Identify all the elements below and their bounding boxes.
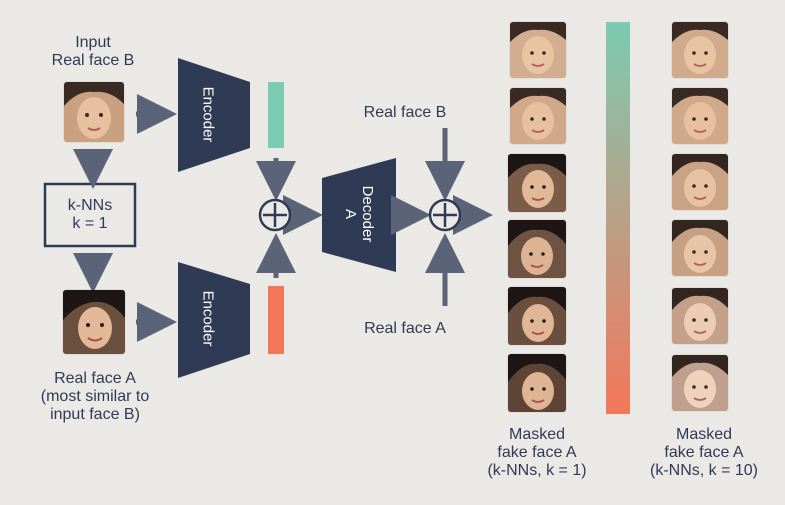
output-k1-face-4 <box>508 220 566 278</box>
real-face-a-caption-line2: (most similar to <box>40 388 150 405</box>
masked-k10-line2: fake face A <box>664 444 744 461</box>
output-k1-face-5 <box>508 287 566 345</box>
input-face-b-image <box>64 82 124 142</box>
masked-k10-caption: Masked fake face A (k-NNs, k = 10) <box>625 426 783 480</box>
real-face-a-label: Real face A <box>364 320 446 337</box>
output-k10-face-5 <box>672 288 728 344</box>
input-label-line1: Input <box>75 34 111 51</box>
output-k10-face-1 <box>672 22 728 78</box>
real-face-a-caption-line3: input face B) <box>50 406 140 423</box>
output-k10-face-6 <box>672 355 728 411</box>
gradient-bar <box>606 22 630 414</box>
output-k1-face-3 <box>508 154 566 212</box>
encoder-top-label: Encoder <box>199 86 217 143</box>
encoder-bottom-block <box>178 262 250 378</box>
decoder-a-block <box>322 158 396 272</box>
arrows <box>73 94 493 342</box>
output-k1-face-6 <box>508 354 566 412</box>
knn-label-line1: k-NNs <box>67 197 113 214</box>
knn-label-line2: k = 1 <box>72 215 108 232</box>
masked-k1-line1: Masked <box>508 426 566 443</box>
decoder-label: Decoder A <box>340 174 376 254</box>
latent-b-bar <box>268 82 284 148</box>
decoder-label-line1: Decoder <box>359 185 376 243</box>
masked-k10-line1: Masked <box>675 426 733 443</box>
real-face-a-image <box>63 290 125 354</box>
real-face-b-label: Real face B <box>363 104 447 121</box>
output-k1-face-2 <box>510 88 566 144</box>
decoder-label-line2: A <box>342 208 359 219</box>
input-label-line2: Real face B <box>51 52 135 69</box>
input-label: Input Real face B <box>28 34 158 70</box>
real-face-a-caption-line1: Real face A <box>54 370 136 387</box>
output-k1-face-1 <box>510 22 566 78</box>
knn-label: k-NNs k = 1 <box>45 197 135 233</box>
output-k10-face-4 <box>672 220 728 276</box>
masked-k1-caption: Masked fake face A (k-NNs, k = 1) <box>462 426 612 480</box>
latent-a-bar <box>268 286 284 354</box>
masked-k1-line3: (k-NNs, k = 1) <box>487 462 587 479</box>
real-face-a-caption: Real face A (most similar to input face … <box>15 370 175 424</box>
plus-circle-1 <box>258 198 292 232</box>
encoder-top-block <box>178 58 250 172</box>
encoder-bottom-label: Encoder <box>199 290 217 347</box>
masked-k1-line2: fake face A <box>497 444 577 461</box>
plus-circle-2 <box>428 198 462 232</box>
output-k10-face-3 <box>672 154 728 210</box>
output-k10-face-2 <box>672 88 728 144</box>
masked-k10-line3: (k-NNs, k = 10) <box>649 462 758 479</box>
